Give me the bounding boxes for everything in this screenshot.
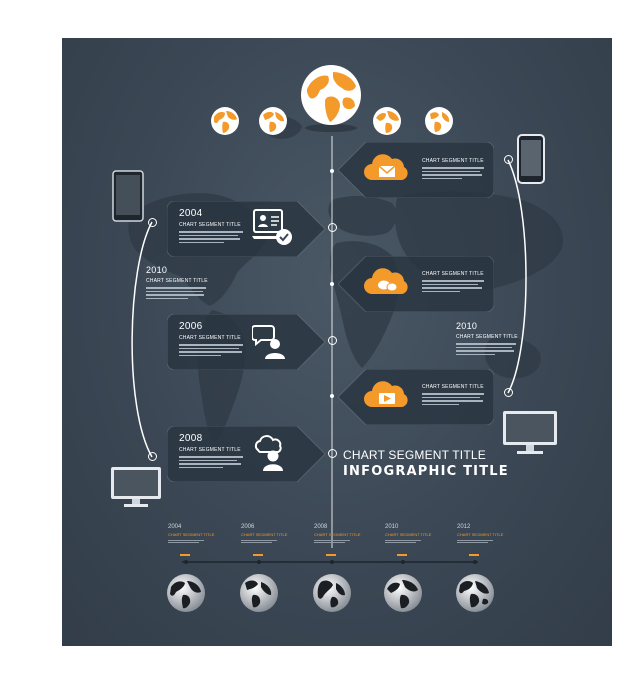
arc-endpoint-marker: [148, 452, 157, 461]
timeline-title: CHART SEGMENT TITLE: [241, 532, 288, 537]
segment-year: 2006: [179, 321, 203, 332]
chat-user-icon: [252, 325, 285, 359]
segment-description: [179, 229, 243, 245]
segment-description: [422, 278, 484, 294]
grey-globe-icon: [384, 574, 422, 612]
monitor-icon: [111, 467, 161, 507]
arc-endpoint-marker: [148, 218, 157, 227]
cloud-mail-icon: [364, 154, 408, 180]
timeline-year: 2008: [314, 524, 328, 530]
segment-title: CHART SEGMENT TITLE: [422, 384, 484, 390]
bottom-timeline-line: [180, 554, 479, 564]
small-orange-globe-icon: [259, 107, 287, 135]
timeline-marker: [328, 223, 337, 232]
timeline-year: 2004: [168, 524, 182, 530]
side-year-left: 2010: [146, 265, 168, 275]
segment-title: CHART SEGMENT TITLE: [422, 271, 484, 277]
segment-title: CHART SEGMENT TITLE: [179, 222, 241, 228]
segment-title: CHART SEGMENT TITLE: [179, 335, 241, 341]
presentation-user-check-icon: [252, 209, 292, 245]
timeline-description: [241, 538, 277, 545]
cloud-user-icon: [254, 435, 283, 471]
side-title-left: CHART SEGMENT TITLE: [146, 278, 208, 284]
infographic-poster: 2004 CHART SEGMENT TITLE 2006 CHART SEGM…: [62, 38, 612, 646]
segment-description: [422, 391, 484, 407]
grey-globe-icon: [313, 574, 351, 612]
timeline-dot: [330, 169, 334, 173]
cloud-chat-icon: [364, 268, 408, 294]
segment-description: [422, 165, 484, 181]
arc-endpoint-marker: [504, 155, 513, 164]
side-year-right: 2010: [456, 321, 478, 331]
small-orange-globe-icon: [425, 107, 453, 135]
side-description-left: [146, 285, 206, 301]
timeline-dot: [330, 282, 334, 286]
small-orange-globe-icon: [373, 107, 401, 135]
timeline-year: 2010: [385, 524, 399, 530]
segment-title: CHART SEGMENT TITLE: [179, 447, 241, 453]
arc-endpoint-marker: [504, 388, 513, 397]
timeline-description: [457, 538, 493, 545]
tablet-icon: [112, 170, 144, 222]
segment-description: [179, 454, 243, 470]
timeline-title: CHART SEGMENT TITLE: [457, 532, 504, 537]
smartphone-icon: [517, 134, 545, 184]
segment-year: 2008: [179, 433, 203, 444]
timeline-title: CHART SEGMENT TITLE: [314, 532, 361, 537]
grey-globe-icon: [167, 574, 205, 612]
timeline-marker: [328, 336, 337, 345]
segment-description: [179, 342, 243, 358]
timeline-marker: [328, 449, 337, 458]
cloud-play-icon: [364, 381, 408, 407]
monitor-icon: [503, 411, 557, 454]
timeline-description: [385, 538, 421, 545]
timeline-description: [168, 538, 204, 545]
small-orange-globe-icon: [211, 107, 239, 135]
timeline-year: 2006: [241, 524, 255, 530]
timeline-description: [314, 538, 350, 545]
left-segment-panel: [167, 426, 326, 482]
main-title: INFOGRAPHIC TITLE: [343, 464, 509, 479]
side-title-right: CHART SEGMENT TITLE: [456, 334, 518, 340]
large-orange-globe-icon: [301, 65, 361, 132]
side-description-right: [456, 341, 516, 357]
timeline-year: 2012: [457, 524, 471, 530]
main-subtitle: CHART SEGMENT TITLE: [343, 448, 486, 462]
grey-globe-icon: [240, 574, 278, 612]
timeline-title: CHART SEGMENT TITLE: [385, 532, 432, 537]
left-segment-panel: [167, 314, 326, 370]
grey-globe-icon: [456, 574, 494, 612]
segment-title: CHART SEGMENT TITLE: [422, 158, 484, 164]
segment-year: 2004: [179, 208, 203, 219]
timeline-title: CHART SEGMENT TITLE: [168, 532, 215, 537]
timeline-dot: [330, 394, 334, 398]
